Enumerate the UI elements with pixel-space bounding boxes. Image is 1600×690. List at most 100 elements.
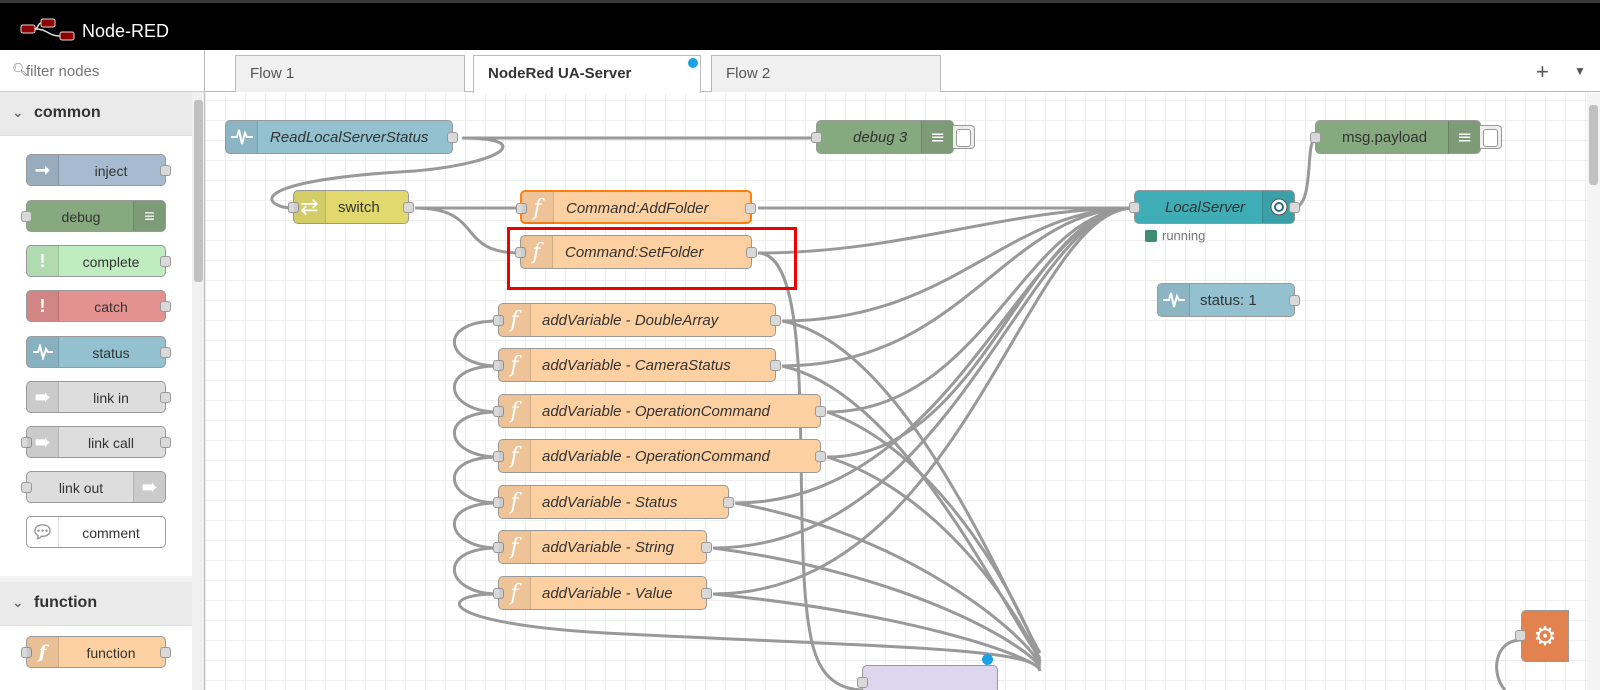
scrollbar-thumb[interactable] — [1589, 105, 1598, 185]
palette-filter[interactable]: 🔍︎ — [0, 50, 204, 92]
output-port[interactable] — [723, 497, 734, 508]
exclamation-icon: ! — [27, 246, 59, 276]
input-port[interactable] — [516, 203, 527, 214]
node-label: addVariable - OperationCommand — [542, 448, 770, 465]
canvas-vertical-scrollbar[interactable] — [1587, 93, 1600, 690]
flow-canvas[interactable]: ReadLocalServerStatus debug 3 ≡ msg.payl… — [205, 93, 1587, 690]
output-port[interactable] — [815, 451, 826, 462]
node-addvariable-doublearray[interactable]: f addVariable - DoubleArray — [493, 303, 781, 337]
node-label: status: 1 — [1200, 292, 1257, 309]
output-port[interactable] — [1289, 295, 1300, 306]
node-msg-payload[interactable]: msg.payload ≡ — [1310, 120, 1502, 154]
input-port — [21, 482, 32, 493]
input-port[interactable] — [493, 406, 504, 417]
palette-node-function[interactable]: f function — [21, 636, 171, 668]
node-addvariable-value[interactable]: f addVariable - Value — [493, 576, 712, 610]
output-port[interactable] — [701, 588, 712, 599]
palette-scrollbar[interactable] — [192, 92, 204, 690]
input-port[interactable] — [1515, 630, 1526, 641]
output-port — [160, 647, 171, 658]
output-port[interactable] — [1289, 202, 1300, 213]
palette-node-label: complete — [82, 254, 140, 270]
node-addvariable-operationcommand[interactable]: f addVariable - OperationCommand — [493, 394, 826, 428]
tab-menu-chevron-down-icon[interactable]: ▼ — [1574, 64, 1586, 78]
tab-nodered-ua-server[interactable]: NodeRed UA-Server — [473, 55, 701, 93]
output-port[interactable] — [770, 315, 781, 326]
palette-node-inject[interactable]: ➞ inject — [26, 154, 171, 186]
node-readlocalserverstatus[interactable]: ReadLocalServerStatus — [225, 120, 458, 154]
debug-toggle-button[interactable] — [953, 125, 975, 149]
node-red-logo-icon — [20, 18, 75, 41]
input-port[interactable] — [515, 247, 526, 258]
input-port[interactable] — [493, 451, 504, 462]
palette-node-catch[interactable]: ! catch — [26, 290, 171, 322]
node-command-addfolder[interactable]: f Command:AddFolder — [516, 190, 756, 224]
palette-node-debug[interactable]: debug ≡ — [21, 200, 166, 232]
node-addvariable-camerastatus[interactable]: f addVariable - CameraStatus — [493, 348, 781, 382]
input-port[interactable] — [857, 677, 868, 688]
output-port[interactable] — [403, 202, 414, 213]
palette-node-label: function — [86, 645, 136, 661]
node-bottom-partial[interactable] — [857, 665, 998, 690]
node-command-setfolder[interactable]: f Command:SetFolder — [515, 235, 757, 269]
palette-node-complete[interactable]: ! complete — [26, 245, 171, 277]
header-bar: Node-RED — [0, 0, 1600, 50]
node-localserver[interactable]: LocalServer — [1129, 190, 1300, 224]
output-port[interactable] — [746, 247, 757, 258]
input-port[interactable] — [1310, 132, 1321, 143]
input-port[interactable] — [493, 542, 504, 553]
category-label: common — [34, 104, 101, 121]
palette-node-link-out[interactable]: link out ➠ — [21, 471, 166, 503]
output-port[interactable] — [701, 542, 712, 553]
node-addvariable-string[interactable]: f addVariable - String — [493, 530, 712, 564]
input-port[interactable] — [493, 315, 504, 326]
filter-nodes-input[interactable] — [26, 60, 186, 82]
tab-flow-2[interactable]: Flow 2 — [711, 55, 941, 92]
palette-category-common[interactable]: ⌄ common — [0, 92, 192, 136]
chevron-down-icon: ⌄ — [12, 594, 24, 610]
function-icon: f — [499, 304, 531, 336]
add-tab-icon[interactable]: + — [1536, 59, 1549, 84]
palette-node-label: inject — [94, 163, 128, 179]
node-status-1[interactable]: status: 1 — [1157, 283, 1300, 317]
switch-icon: ⇄ — [294, 191, 326, 223]
output-port — [160, 347, 171, 358]
palette-category-function[interactable]: ⌄ function — [0, 582, 192, 626]
function-icon: f — [522, 192, 554, 224]
output-port[interactable] — [745, 203, 756, 214]
node-switch[interactable]: ⇄ switch — [288, 190, 414, 224]
input-port[interactable] — [493, 497, 504, 508]
palette-node-link-in[interactable]: ➠ link in — [26, 381, 171, 413]
palette-node-label: catch — [94, 299, 128, 315]
output-port[interactable] — [815, 406, 826, 417]
input-port[interactable] — [1129, 202, 1140, 213]
tab-flow-1[interactable]: Flow 1 — [235, 55, 465, 92]
node-addvariable-status[interactable]: f addVariable - Status — [493, 485, 734, 519]
node-label: Command:AddFolder — [566, 200, 709, 217]
palette-node-link-call[interactable]: ➠ link call — [21, 426, 171, 458]
input-port[interactable] — [493, 360, 504, 371]
output-port[interactable] — [447, 132, 458, 143]
input-port[interactable] — [288, 202, 299, 213]
function-icon: f — [521, 236, 553, 268]
debug-toggle-button[interactable] — [1480, 125, 1502, 149]
debug-list-icon: ≡ — [133, 201, 165, 231]
node-label: addVariable - OperationCommand — [542, 403, 770, 420]
node-label: LocalServer — [1165, 199, 1246, 216]
palette-node-status[interactable]: status — [26, 336, 171, 368]
pulse-icon — [226, 121, 258, 153]
node-config-partial[interactable]: ⚙ — [1521, 610, 1569, 662]
input-port[interactable] — [811, 132, 822, 143]
palette-node-comment[interactable]: 💬︎ comment — [26, 516, 166, 548]
selection-highlight-box — [507, 227, 797, 290]
scrollbar-thumb[interactable] — [194, 100, 203, 282]
debug-list-icon: ≡ — [1448, 121, 1480, 153]
output-port — [160, 256, 171, 267]
output-port[interactable] — [770, 360, 781, 371]
input-port — [21, 647, 32, 658]
input-port[interactable] — [493, 588, 504, 599]
node-addvariable-operationcommand[interactable]: f addVariable - OperationCommand — [493, 439, 826, 473]
palette-node-label: debug — [61, 209, 101, 225]
node-debug-3[interactable]: debug 3 ≡ — [811, 120, 975, 154]
palette-node-label: link in — [93, 390, 129, 406]
